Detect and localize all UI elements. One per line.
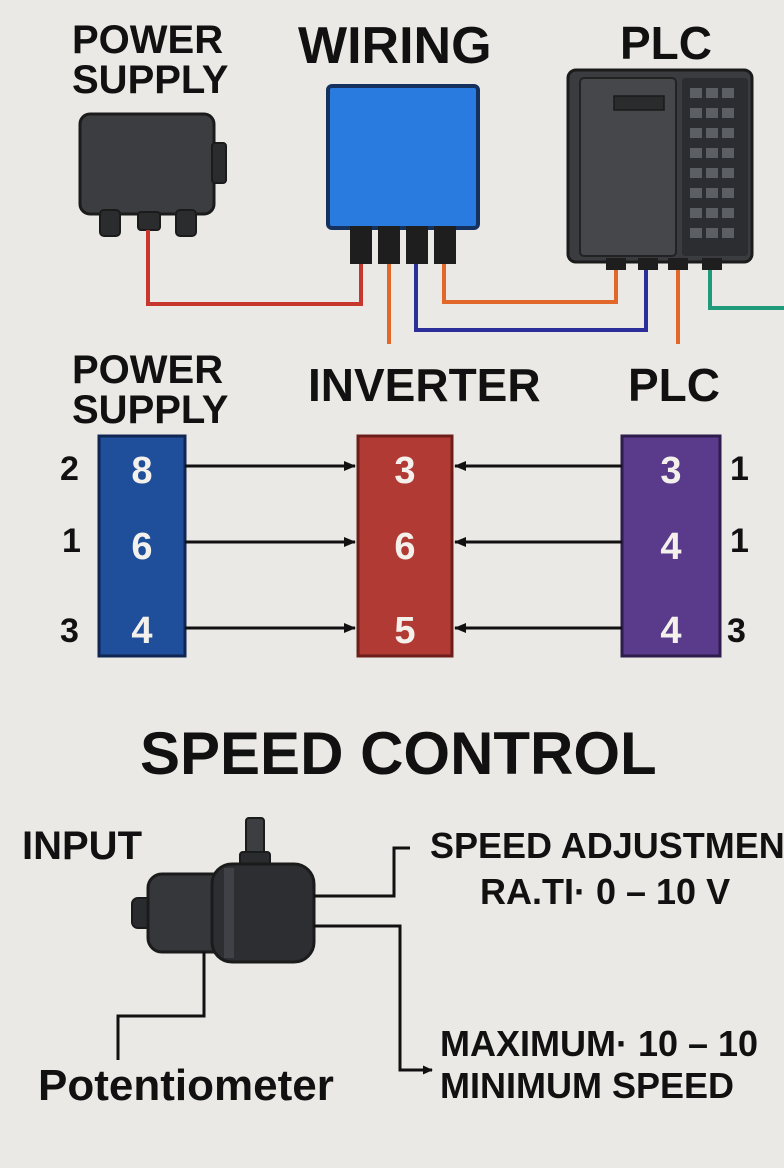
wiring-module xyxy=(326,84,480,264)
middle-power-supply-label-line1: POWER xyxy=(72,348,224,392)
inverter-pin: 3 xyxy=(394,450,416,492)
plc-pin: 4 xyxy=(660,610,682,652)
right-side-number: 1 xyxy=(730,522,749,560)
plc-device xyxy=(566,68,754,270)
middle-plc-label: PLC xyxy=(628,359,720,411)
power-supply-pin: 4 xyxy=(131,610,153,652)
potentiometer-device xyxy=(131,817,316,964)
wire-to-speed-adjustment xyxy=(314,846,410,898)
right-side-number: 3 xyxy=(727,612,746,650)
potentiometer-label: Potentiometer xyxy=(38,1061,334,1110)
inverter-pin: 5 xyxy=(394,610,416,652)
left-side-number: 1 xyxy=(62,522,81,560)
power-supply-pin: 8 xyxy=(131,450,153,492)
wire-to-potentiometer-label xyxy=(116,952,206,1060)
wire-red xyxy=(146,230,363,306)
max-min-line1: MAXIMUM· 10 – 10 xyxy=(440,1023,759,1064)
wire-orange xyxy=(442,264,618,304)
max-min-line2: MINIMUM SPEED xyxy=(440,1065,735,1106)
top-plc-label: PLC xyxy=(620,17,712,69)
inverter-pin: 6 xyxy=(394,526,416,568)
wiring-label: WIRING xyxy=(298,17,492,75)
plc-block xyxy=(620,434,722,658)
plc-pin: 3 xyxy=(660,450,682,492)
top-wires xyxy=(146,230,784,344)
potentiometer-wires xyxy=(116,846,433,1075)
inverter-block xyxy=(356,434,454,658)
speed-adjustment-line1: SPEED ADJUSTMEN xyxy=(430,825,784,866)
speed-adjustment-line2: RA.TI· 0 – 10 V xyxy=(480,871,731,912)
top-power-supply-label-line2: SUPPLY xyxy=(72,58,229,102)
inverter-label: INVERTER xyxy=(308,359,541,411)
speed-control-title: SPEED CONTROL xyxy=(140,720,657,787)
input-label: INPUT xyxy=(22,824,142,868)
power-supply-device xyxy=(78,112,227,237)
wire-blue xyxy=(414,264,648,332)
left-side-number: 2 xyxy=(60,450,79,488)
top-power-supply-label-line1: POWER xyxy=(72,18,224,62)
power-supply-pin: 6 xyxy=(131,526,153,568)
right-side-number: 1 xyxy=(730,450,749,488)
wire-to-max-min xyxy=(314,924,433,1075)
wire-green xyxy=(708,270,784,310)
middle-power-supply-label: POWER SUPPLY xyxy=(72,350,228,430)
connection-arrows xyxy=(185,461,622,633)
plc-pin: 4 xyxy=(660,526,682,568)
left-side-number: 3 xyxy=(60,612,79,650)
top-power-supply-label: POWER SUPPLY xyxy=(72,20,228,100)
power-supply-block xyxy=(97,434,187,658)
middle-power-supply-label-line2: SUPPLY xyxy=(72,388,229,432)
